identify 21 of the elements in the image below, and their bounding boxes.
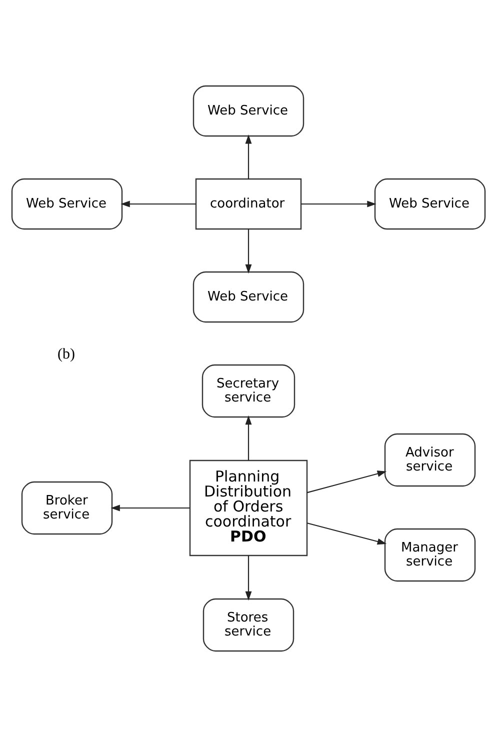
- arrow: [307, 470, 387, 493]
- arrow: [245, 555, 252, 600]
- arrow: [245, 414, 252, 460]
- arrow: [110, 504, 190, 511]
- arrow: [301, 200, 376, 207]
- node-box: coordinator: [195, 178, 302, 230]
- node-box: Broker service: [21, 480, 113, 534]
- node-box: Advisor service: [384, 432, 476, 486]
- node-box: Manager service: [384, 528, 476, 582]
- node-box: Web Service: [192, 84, 304, 136]
- node-box: Web Service: [11, 178, 123, 230]
- arrow: [120, 200, 196, 207]
- arrow: [307, 522, 387, 544]
- node-box: Web Service: [374, 178, 486, 230]
- arrow: [245, 134, 252, 178]
- label: (b): [58, 346, 75, 362]
- node-box: Secretary service: [202, 364, 296, 418]
- node-box: Web Service: [192, 270, 304, 322]
- node-box: Stores service: [202, 598, 294, 652]
- arrow: [245, 228, 252, 274]
- node-box: Planning Distribution of Orders coordinator PDO: [189, 459, 308, 556]
